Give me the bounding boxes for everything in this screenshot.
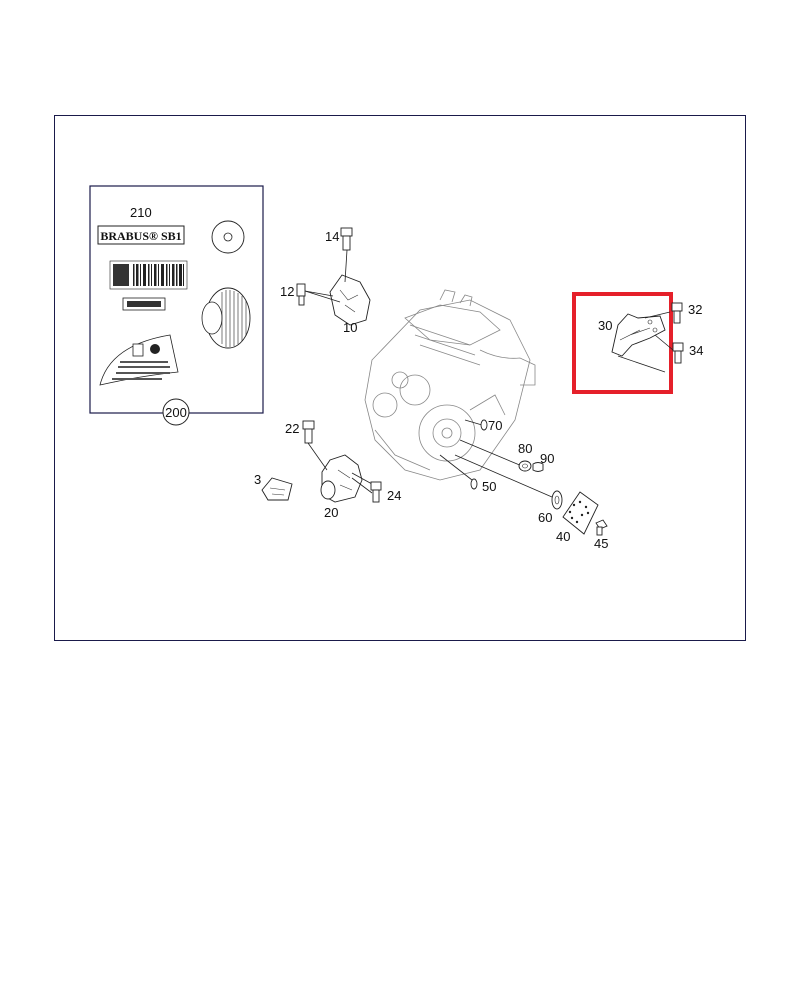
callout-32[interactable]: 32 (688, 302, 702, 317)
highlight-box (572, 292, 673, 394)
callout-210[interactable]: 210 (130, 205, 152, 220)
mount-20: 22 24 20 3 (254, 420, 401, 520)
bracket-30 (611, 313, 666, 357)
callout-22[interactable]: 22 (285, 421, 299, 436)
callout-200[interactable]: 200 (162, 398, 190, 426)
callout-3[interactable]: 3 (254, 472, 261, 487)
plug-70 (480, 419, 488, 431)
callout-80[interactable]: 80 (518, 441, 532, 456)
small-parts: 70 80 90 50 60 (439, 418, 608, 551)
bolt-12 (296, 283, 306, 306)
bolt-22 (302, 420, 315, 444)
cap-90 (532, 462, 544, 472)
diagram-frame (54, 115, 746, 641)
callout-12[interactable]: 12 (280, 284, 294, 299)
plug-50 (470, 478, 478, 490)
callout-34[interactable]: 34 (689, 343, 703, 358)
callout-90[interactable]: 90 (540, 451, 554, 466)
bolt-34 (672, 342, 684, 364)
mount-10: 14 12 10 (280, 227, 371, 335)
callout-50[interactable]: 50 (482, 479, 496, 494)
bracket-30-group: 30 32 34 (572, 292, 703, 394)
ring-80 (518, 460, 532, 472)
callout-30[interactable]: 30 (598, 318, 612, 333)
barcode-sticker (109, 260, 188, 290)
bolt-45 (595, 519, 608, 536)
engine-block (364, 289, 536, 481)
small-tag (122, 297, 166, 311)
kit-box: 210 BRABUS® SB1 (89, 185, 264, 426)
svg-text:200: 200 (165, 405, 187, 420)
callout-60[interactable]: 60 (538, 510, 552, 525)
callout-45[interactable]: 45 (594, 536, 608, 551)
plate-40 (562, 491, 599, 535)
callout-24[interactable]: 24 (387, 488, 401, 503)
brabus-label: BRABUS® SB1 (97, 225, 185, 245)
gear-60 (551, 490, 563, 510)
callout-10[interactable]: 10 (343, 320, 357, 335)
bolt-14 (340, 227, 353, 251)
callout-70[interactable]: 70 (488, 418, 502, 433)
callout-20[interactable]: 20 (324, 505, 338, 520)
washer-disc (211, 220, 245, 254)
callout-14[interactable]: 14 (325, 229, 339, 244)
bolt-32 (671, 302, 683, 324)
bolt-24 (370, 481, 382, 503)
callout-40[interactable]: 40 (556, 529, 570, 544)
shim-3 (261, 477, 293, 501)
oil-filter (201, 287, 251, 349)
fuel-sticker (99, 334, 179, 386)
brabus-label-text: BRABUS® SB1 (100, 229, 181, 243)
